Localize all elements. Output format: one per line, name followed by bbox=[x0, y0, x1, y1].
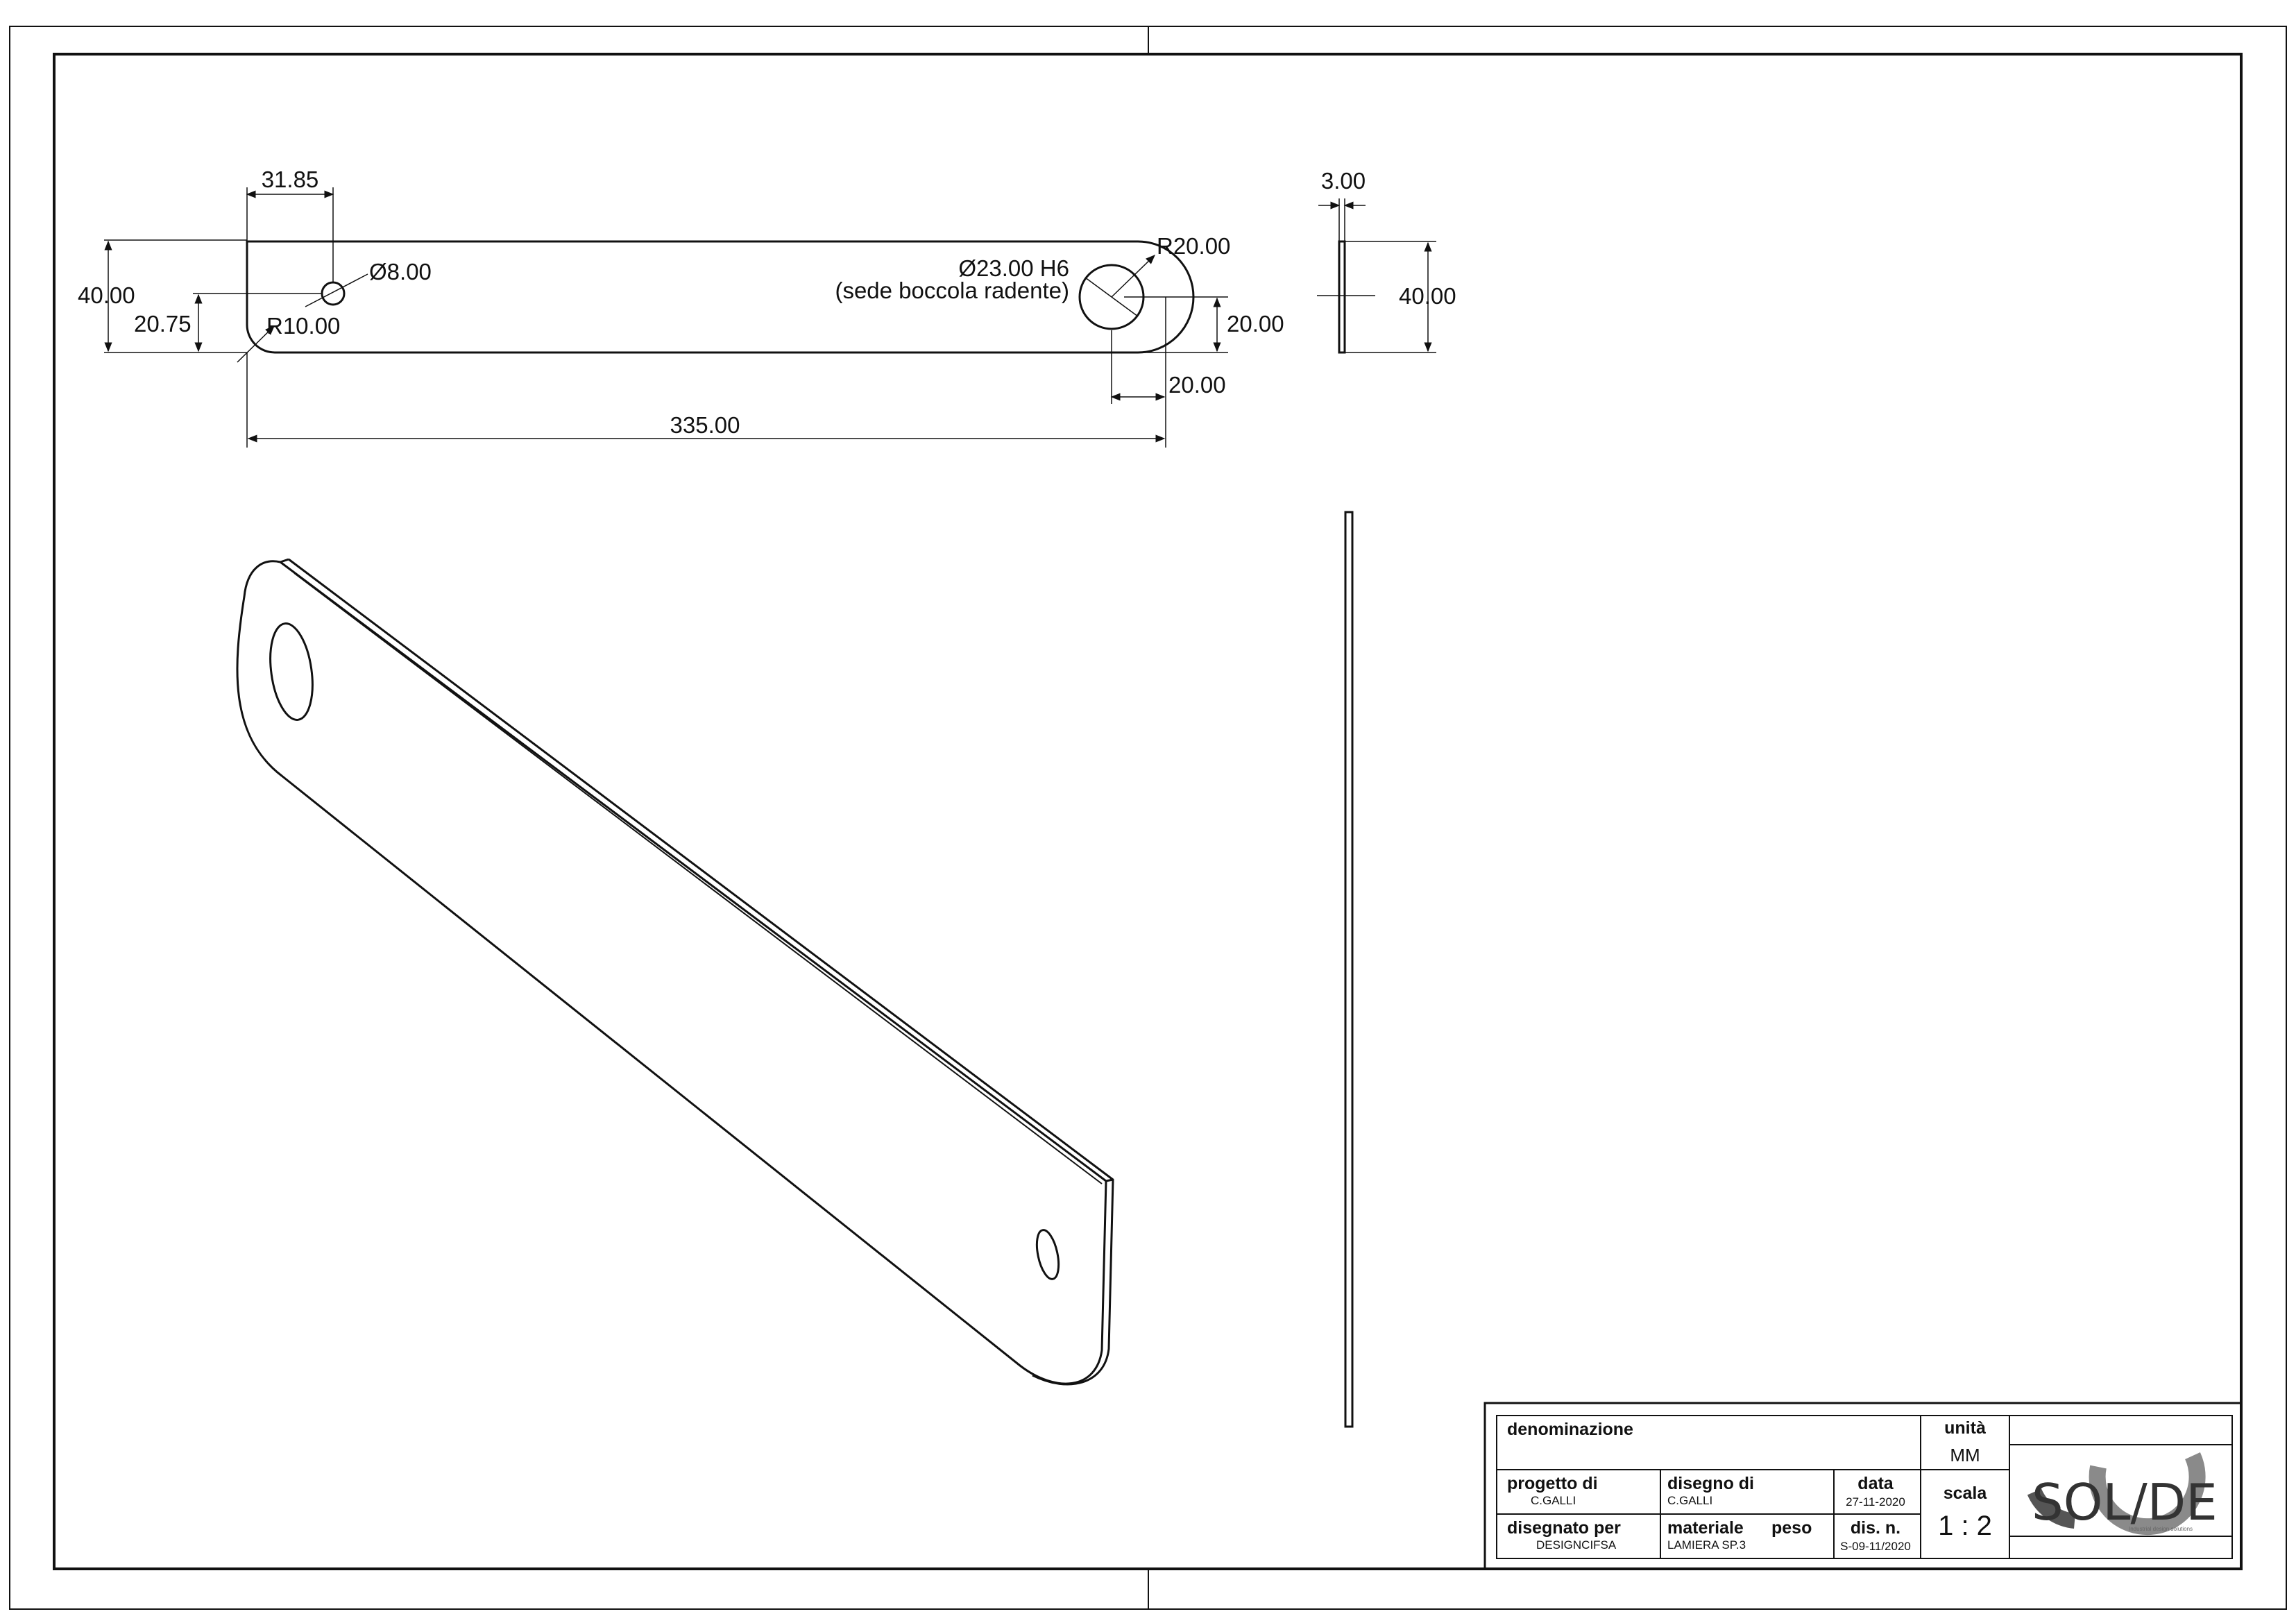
materiale-value: LAMIERA SP.3 bbox=[1667, 1538, 1746, 1552]
progetto-value: C.GALLI bbox=[1531, 1494, 1576, 1507]
disegnato-value: DESIGNCIFSA bbox=[1536, 1538, 1617, 1552]
disegno-value: C.GALLI bbox=[1667, 1494, 1712, 1507]
iso-small-hole bbox=[1035, 1229, 1060, 1280]
small-hole bbox=[321, 281, 346, 306]
logo-tagline: Industrial design solutions bbox=[2129, 1526, 2193, 1532]
dim-small-hole: Ø8.00 bbox=[369, 259, 432, 284]
disegno-label: disegno di bbox=[1667, 1474, 1754, 1493]
dim-overall-length: 335.00 bbox=[670, 412, 740, 438]
scala-value: 1 : 2 bbox=[1938, 1511, 1992, 1541]
company-logo: SOL/DE Industrial design solutions bbox=[2027, 1452, 2218, 1536]
progetto-label: progetto di bbox=[1507, 1474, 1598, 1493]
dis-label: dis. n. bbox=[1851, 1518, 1900, 1538]
part-outline-front bbox=[246, 240, 1195, 354]
side-view: 3.00 40.00 bbox=[1317, 168, 1456, 354]
logo-swoosh-icon bbox=[2089, 1452, 2206, 1536]
dim-corner-radius: R10.00 bbox=[266, 313, 340, 339]
dim-height-side: 40.00 bbox=[1399, 283, 1456, 309]
front-dimension-lines bbox=[104, 187, 1228, 448]
sheet-border bbox=[9, 26, 2287, 1610]
logo-text: SOL/DE bbox=[2032, 1473, 2218, 1531]
disegnato-label: disegnato per bbox=[1507, 1518, 1621, 1538]
dim-bore-note: (sede boccola radente) bbox=[835, 278, 1069, 303]
dim-thickness: 3.00 bbox=[1321, 168, 1366, 194]
front-view: 31.85 Ø8.00 40.00 20.75 R10.00 R20.00 Ø2… bbox=[78, 167, 1284, 448]
dim-hole-height: 20.75 bbox=[134, 311, 192, 337]
scala-label: scala bbox=[1944, 1484, 1988, 1503]
dim-bore-offset: 20.00 bbox=[1168, 372, 1226, 398]
part-outline-side bbox=[1338, 240, 1346, 354]
top-view-strip bbox=[1344, 511, 1354, 1428]
dim-hole-offset: 31.85 bbox=[262, 167, 319, 192]
unita-label: unità bbox=[1944, 1418, 1986, 1438]
dim-bore-height: 20.00 bbox=[1227, 311, 1284, 337]
isometric-view bbox=[236, 558, 1114, 1386]
data-value: 27-11-2020 bbox=[1846, 1495, 1905, 1509]
materiale-label: materiale bbox=[1667, 1518, 1744, 1538]
dim-bore-spec: Ø23.00 H6 bbox=[958, 255, 1069, 281]
unita-value: MM bbox=[1950, 1445, 1980, 1465]
iso-face-outline bbox=[236, 560, 1107, 1385]
dis-value: S-09-11/2020 bbox=[1840, 1540, 1911, 1553]
dim-end-radius: R20.00 bbox=[1157, 233, 1230, 259]
peso-label: peso bbox=[1771, 1518, 1812, 1538]
dim-height-left: 40.00 bbox=[78, 282, 135, 308]
iso-bore-hole bbox=[269, 622, 314, 721]
iso-thickness-edge bbox=[288, 558, 1114, 1386]
denominazione-label: denominazione bbox=[1507, 1420, 1633, 1439]
title-block: denominazione unità MM progetto di C.GAL… bbox=[1483, 1402, 2243, 1570]
data-label: data bbox=[1857, 1474, 1894, 1493]
